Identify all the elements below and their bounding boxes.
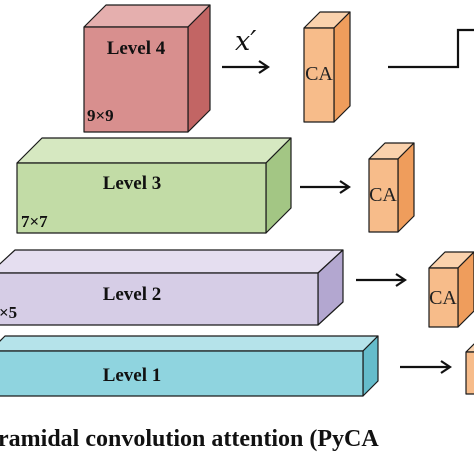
arrow-level-1-to-ca [400, 360, 452, 374]
level-2-kernel-size: ×5 [0, 303, 17, 322]
arrow-level-2-to-ca [356, 273, 407, 287]
level-3-top-face [16, 137, 292, 164]
level-1-label: Level 1 [103, 365, 162, 386]
level-3-kernel-size: 7×7 [21, 212, 48, 231]
arrow-level-4-to-ca [222, 60, 270, 74]
x-prime-symbol: x′ [235, 26, 256, 57]
level-1-top-face [0, 335, 379, 352]
level-4-front-face [83, 26, 189, 133]
ca-block-level-1 [465, 343, 474, 395]
level-4-side-face [187, 4, 211, 133]
level-3-label: Level 3 [103, 173, 162, 194]
level-1-front-face [0, 350, 364, 397]
ca-block-level-2: CA [428, 251, 474, 328]
level-4-label: Level 4 [107, 38, 166, 59]
output-connector-line [388, 28, 474, 69]
ca-label-level-4: CA [305, 63, 333, 85]
level-3-front-face [16, 162, 267, 234]
arrow-level-3-to-ca [300, 180, 351, 194]
level-3-block: Level 3 7×7 [16, 137, 292, 234]
level-2-front-face [0, 272, 319, 326]
ca-label-level-3: CA [369, 184, 397, 206]
ca-label-level-2: CA [429, 287, 457, 309]
level-4-block: Level 4 9×9 [83, 4, 211, 133]
ca-block-level-3: CA [368, 142, 415, 233]
level-2-block: Level 2 ×5 [0, 249, 344, 326]
figure-caption: ramidal convolution attention (PyCA [0, 426, 379, 452]
level-1-block: Level 1 [0, 335, 379, 397]
level-2-label: Level 2 [103, 284, 162, 305]
level-4-kernel-size: 9×9 [87, 106, 114, 125]
ca-block-level-4: CA [303, 11, 351, 123]
level-2-top-face [0, 249, 344, 274]
